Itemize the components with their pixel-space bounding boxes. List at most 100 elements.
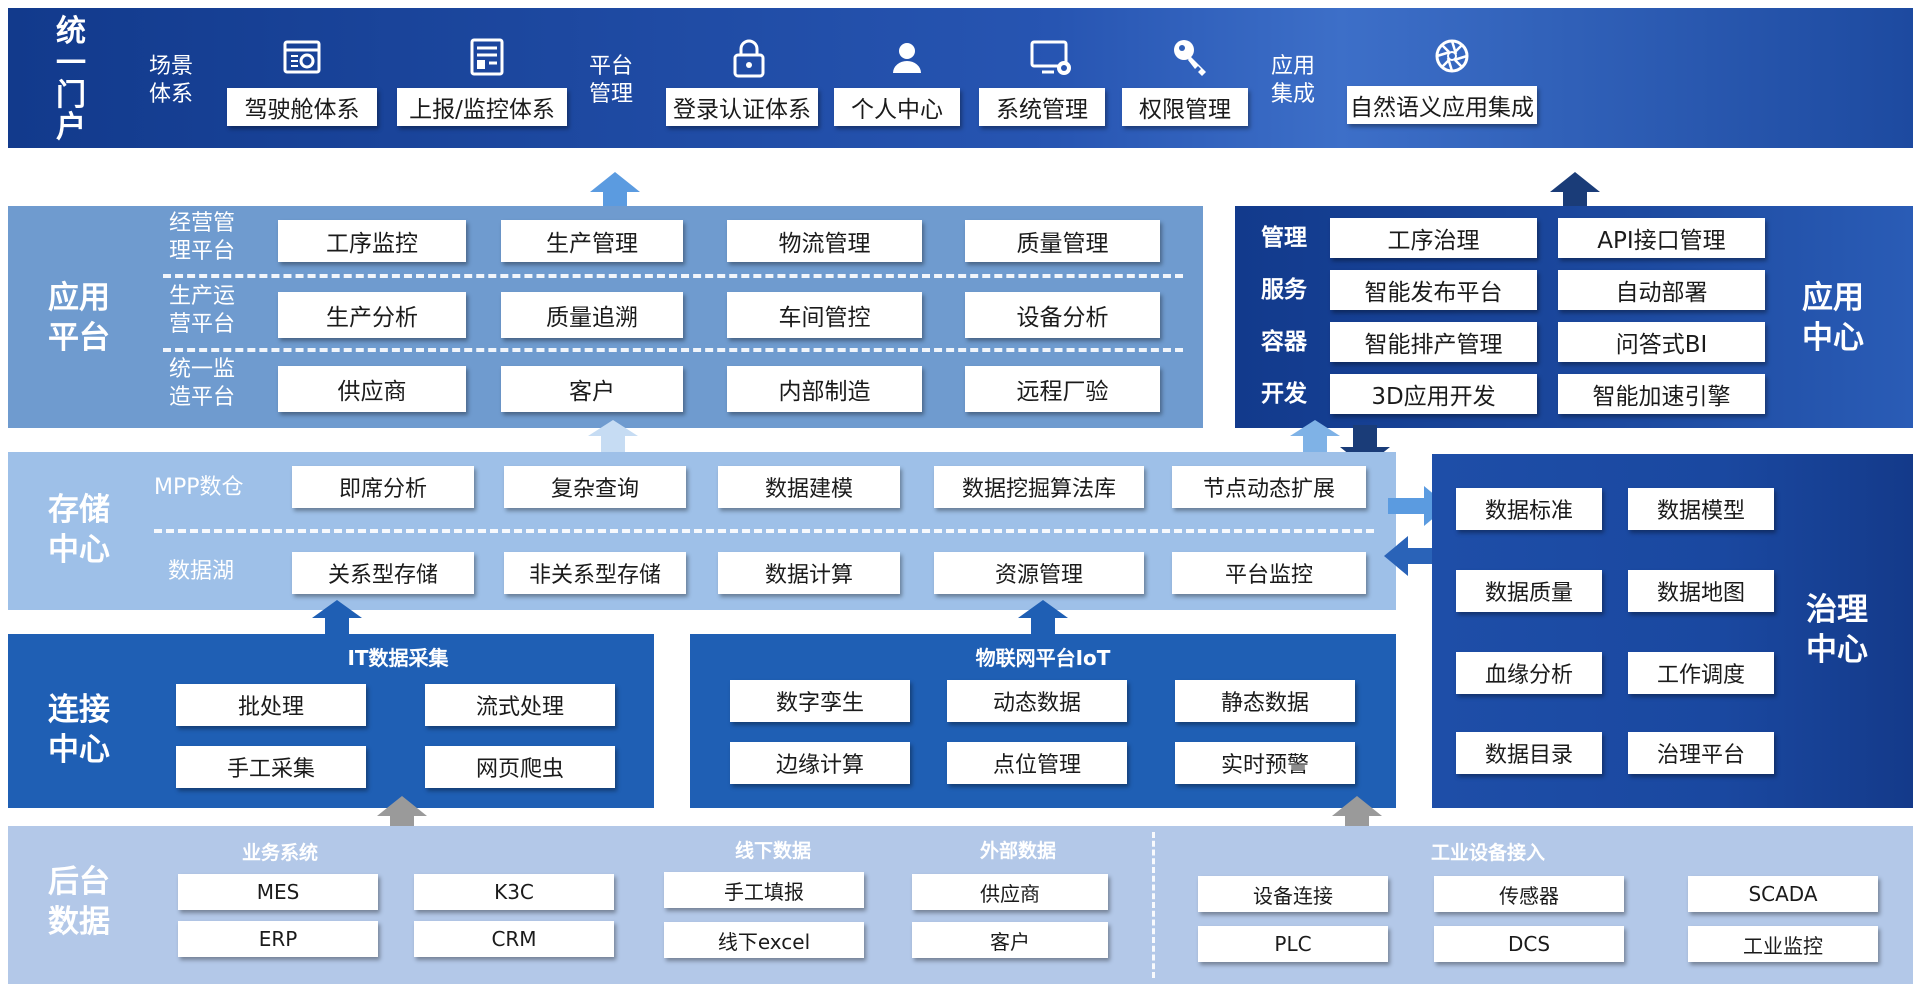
app-center-col2-item-2[interactable]: 自动部署 bbox=[1558, 270, 1765, 310]
it-collect-title: IT数据采集 bbox=[347, 646, 449, 670]
governance-item-7[interactable]: 数据目录 bbox=[1456, 732, 1602, 774]
arrow-governance-to-storage bbox=[1384, 536, 1444, 576]
mpp-item-1[interactable]: 即席分析 bbox=[292, 466, 474, 508]
offline-item-2[interactable]: 线下excel bbox=[664, 922, 864, 958]
backend-data-band: 后台数据 业务系统 线下数据 外部数据 工业设备接入 MES K3C ERP C… bbox=[8, 826, 1913, 984]
portal-scene-item-1[interactable]: 驾驶舱体系 bbox=[227, 88, 377, 126]
portal-platform-item-4[interactable]: 权限管理 bbox=[1122, 88, 1248, 126]
app-row1-item-3[interactable]: 物流管理 bbox=[727, 220, 922, 262]
iot-platform-band: 物联网平台IoT 数字孪生 动态数据 静态数据 边缘计算 点位管理 实时预警 bbox=[690, 634, 1396, 808]
app-row1-item-1[interactable]: 工序监控 bbox=[278, 220, 466, 262]
lake-item-3[interactable]: 数据计算 bbox=[718, 552, 900, 594]
app-center-col2-item-4[interactable]: 智能加速引擎 bbox=[1558, 374, 1765, 414]
governance-item-5[interactable]: 血缘分析 bbox=[1456, 652, 1602, 694]
storage-divider bbox=[154, 529, 1374, 533]
biz-item-4[interactable]: CRM bbox=[414, 921, 614, 957]
governance-item-4[interactable]: 数据地图 bbox=[1628, 570, 1774, 612]
storage-title: 存储中心 bbox=[48, 492, 110, 568]
connect-center-band: 连接中心 IT数据采集 批处理 流式处理 手工采集 网页爬虫 bbox=[8, 634, 654, 808]
unified-portal-band: 统一门户 场景体系 平台管理 应用集成 bbox=[8, 8, 1913, 148]
app-row1-item-4[interactable]: 质量管理 bbox=[965, 220, 1160, 262]
lake-item-2[interactable]: 非关系型存储 bbox=[504, 552, 686, 594]
app-row3-item-4[interactable]: 远程厂验 bbox=[965, 366, 1160, 412]
app-center-col2-item-3[interactable]: 问答式BI bbox=[1558, 322, 1765, 362]
platform-manage-label: 平台管理 bbox=[588, 54, 633, 107]
data-lake-label: 数据湖 bbox=[168, 559, 235, 584]
app-divider-1 bbox=[163, 274, 1183, 278]
app-row-label-2: 生产运营平台 bbox=[168, 284, 235, 337]
app-platform-title: 应用平台 bbox=[48, 280, 110, 356]
governance-item-1[interactable]: 数据标准 bbox=[1456, 488, 1602, 530]
app-row2-item-2[interactable]: 质量追溯 bbox=[501, 292, 683, 338]
external-data-label: 外部数据 bbox=[979, 840, 1056, 862]
iot-item-6[interactable]: 实时预警 bbox=[1175, 742, 1355, 784]
arrow-up-to-portal bbox=[590, 172, 640, 218]
app-center-col1-item-2[interactable]: 智能发布平台 bbox=[1330, 270, 1537, 310]
offline-item-1[interactable]: 手工填报 bbox=[664, 872, 864, 908]
governance-title: 治理中心 bbox=[1806, 592, 1868, 668]
industrial-item-1[interactable]: 设备连接 bbox=[1198, 876, 1388, 912]
system-settings-icon bbox=[1030, 40, 1071, 75]
governance-item-6[interactable]: 工作调度 bbox=[1628, 652, 1774, 694]
governance-item-3[interactable]: 数据质量 bbox=[1456, 570, 1602, 612]
application-platform-band: 应用平台 经营管理平台 生产运营平台 统一监造平台 工序监控 生产管理 物流管理… bbox=[8, 206, 1203, 428]
biz-item-2[interactable]: K3C bbox=[414, 874, 614, 910]
app-row3-item-1[interactable]: 供应商 bbox=[278, 366, 466, 412]
app-divider-2 bbox=[163, 348, 1183, 352]
iot-item-3[interactable]: 静态数据 bbox=[1175, 680, 1355, 722]
app-center-col1-item-3[interactable]: 智能排产管理 bbox=[1330, 322, 1537, 362]
iot-item-4[interactable]: 边缘计算 bbox=[730, 742, 910, 784]
external-item-1[interactable]: 供应商 bbox=[912, 874, 1108, 910]
industrial-item-5[interactable]: DCS bbox=[1434, 926, 1624, 962]
lake-item-1[interactable]: 关系型存储 bbox=[292, 552, 474, 594]
application-center-band: 管理 服务 容器 开发 工序治理 智能发布平台 智能排产管理 3D应用开发 AP… bbox=[1235, 206, 1913, 428]
biz-system-label: 业务系统 bbox=[241, 842, 318, 864]
iot-item-1[interactable]: 数字孪生 bbox=[730, 680, 910, 722]
app-integration-label: 应用集成 bbox=[1270, 54, 1315, 107]
portal-scene-item-2[interactable]: 上报/监控体系 bbox=[397, 88, 567, 126]
arrow-storage-to-app-platform bbox=[588, 420, 638, 454]
mpp-item-2[interactable]: 复杂查询 bbox=[504, 466, 686, 508]
app-row-label-3: 统一监造平台 bbox=[168, 357, 235, 410]
mpp-item-5[interactable]: 节点动态扩展 bbox=[1172, 466, 1366, 508]
it-item-4[interactable]: 网页爬虫 bbox=[425, 746, 615, 788]
app-center-col1-item-4[interactable]: 3D应用开发 bbox=[1330, 374, 1537, 414]
it-item-2[interactable]: 流式处理 bbox=[425, 684, 615, 726]
arrow-iot-to-storage bbox=[1018, 600, 1068, 638]
biz-item-1[interactable]: MES bbox=[178, 874, 378, 910]
it-item-1[interactable]: 批处理 bbox=[176, 684, 366, 726]
industrial-item-4[interactable]: PLC bbox=[1198, 926, 1388, 962]
industrial-item-3[interactable]: SCADA bbox=[1688, 876, 1878, 912]
app-row3-item-3[interactable]: 内部制造 bbox=[727, 366, 922, 412]
app-row2-item-4[interactable]: 设备分析 bbox=[965, 292, 1160, 338]
portal-platform-item-3[interactable]: 系统管理 bbox=[979, 88, 1105, 126]
backend-title: 后台数据 bbox=[48, 864, 110, 940]
mpp-label: MPP数仓 bbox=[154, 475, 244, 500]
governance-item-8[interactable]: 治理平台 bbox=[1628, 732, 1774, 774]
external-item-2[interactable]: 客户 bbox=[912, 922, 1108, 958]
app-row1-item-2[interactable]: 生产管理 bbox=[501, 220, 683, 262]
industrial-item-6[interactable]: 工业监控 bbox=[1688, 926, 1878, 962]
mpp-item-4[interactable]: 数据挖掘算法库 bbox=[934, 466, 1144, 508]
app-center-col2-item-1[interactable]: API接口管理 bbox=[1558, 218, 1765, 258]
iot-item-2[interactable]: 动态数据 bbox=[947, 680, 1127, 722]
aperture-icon bbox=[1435, 39, 1469, 73]
app-center-col1-item-1[interactable]: 工序治理 bbox=[1330, 218, 1537, 258]
lake-item-4[interactable]: 资源管理 bbox=[934, 552, 1144, 594]
portal-integration-item-1[interactable]: 自然语义应用集成 bbox=[1347, 86, 1537, 124]
app-row2-item-1[interactable]: 生产分析 bbox=[278, 292, 466, 338]
industrial-item-2[interactable]: 传感器 bbox=[1434, 876, 1624, 912]
portal-platform-item-1[interactable]: 登录认证体系 bbox=[666, 88, 818, 126]
arrow-backend-to-it bbox=[377, 796, 427, 838]
iot-item-5[interactable]: 点位管理 bbox=[947, 742, 1127, 784]
governance-item-2[interactable]: 数据模型 bbox=[1628, 488, 1774, 530]
lake-item-5[interactable]: 平台监控 bbox=[1172, 552, 1366, 594]
it-item-3[interactable]: 手工采集 bbox=[176, 746, 366, 788]
biz-item-3[interactable]: ERP bbox=[178, 921, 378, 957]
app-row3-item-2[interactable]: 客户 bbox=[501, 366, 683, 412]
mpp-item-3[interactable]: 数据建模 bbox=[718, 466, 900, 508]
app-row2-item-3[interactable]: 车间管控 bbox=[727, 292, 922, 338]
portal-platform-item-2[interactable]: 个人中心 bbox=[834, 88, 960, 126]
governance-center-band: 数据标准 数据模型 数据质量 数据地图 血缘分析 工作调度 数据目录 治理平台 … bbox=[1432, 454, 1913, 808]
app-center-title: 应用中心 bbox=[1802, 280, 1864, 356]
